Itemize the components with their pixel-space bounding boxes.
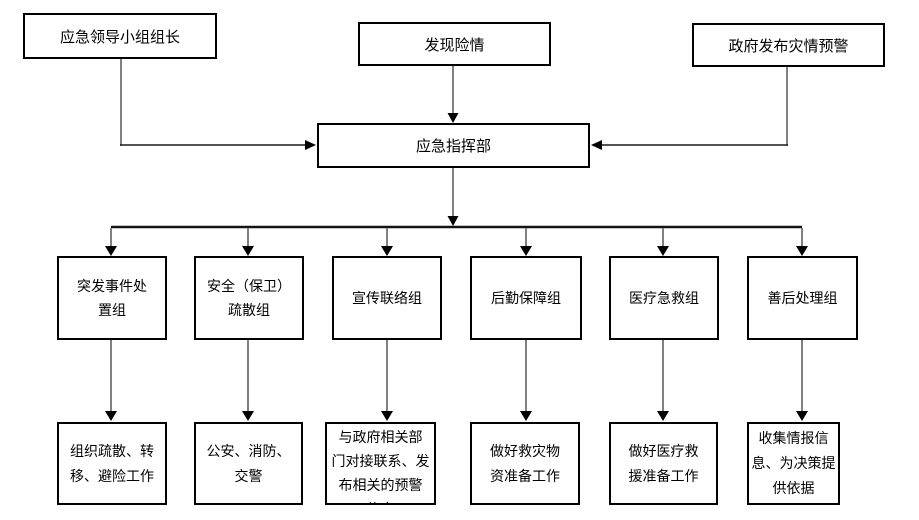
node-group-security-evacuation-label: 安全（保卫） 疏散组 xyxy=(207,278,291,318)
node-group-logistics-support: 后勤保障组 xyxy=(470,256,582,340)
node-group-medical-rescue: 医疗急救组 xyxy=(609,256,719,340)
node-gov-warning: 政府发布灾情预警 xyxy=(692,23,885,67)
connector-danger-to-hq xyxy=(447,66,459,123)
connector-groups-to-tasks xyxy=(105,340,808,421)
node-task-police-fire-traffic-label: 公安、消防、 交警 xyxy=(206,442,291,484)
node-group-incident-disposal: 突发事件处 置组 xyxy=(57,256,167,340)
node-task-evacuation-work: 组织疏散、转 移、避险工作 xyxy=(57,422,167,505)
node-group-logistics-support-label: 后勤保障组 xyxy=(491,290,561,306)
node-group-aftermath-handling-label: 善后处理组 xyxy=(767,290,838,306)
node-task-gov-liaison-warning: 与政府相关部 门对接联系、发 布相关的预警 信息 xyxy=(325,422,436,505)
connector-hq-to-bus xyxy=(447,168,459,226)
connector-bus-to-groups xyxy=(105,228,808,256)
node-group-publicity-liaison: 宣传联络组 xyxy=(332,256,442,340)
node-task-gov-liaison-warning-label: 与政府相关部 门对接联系、发 布相关的预警 信息 xyxy=(331,429,430,503)
node-emergency-leader: 应急领导小组组长 xyxy=(23,13,217,59)
node-group-publicity-liaison-label: 宣传联络组 xyxy=(352,290,422,306)
connector-leader-to-hq xyxy=(120,59,316,150)
node-group-incident-disposal-label: 突发事件处 置组 xyxy=(77,278,147,318)
node-gov-warning-label: 政府发布灾情预警 xyxy=(728,37,849,55)
node-emergency-hq: 应急指挥部 xyxy=(317,123,590,168)
node-emergency-hq-label: 应急指挥部 xyxy=(415,138,491,155)
connector-gov-to-hq xyxy=(591,67,788,150)
node-task-medical-preparation-label: 做好医疗救 援准备工作 xyxy=(628,442,699,484)
node-group-aftermath-handling: 善后处理组 xyxy=(747,256,858,340)
node-emergency-leader-label: 应急领导小组组长 xyxy=(59,28,180,46)
node-task-relief-supplies: 做好救灾物 资准备工作 xyxy=(470,422,580,505)
node-task-police-fire-traffic: 公安、消防、 交警 xyxy=(194,422,303,505)
node-group-security-evacuation: 安全（保卫） 疏散组 xyxy=(194,256,304,340)
node-task-medical-preparation: 做好医疗救 援准备工作 xyxy=(609,422,718,505)
node-task-evacuation-work-label: 组织疏散、转 移、避险工作 xyxy=(70,442,154,484)
node-group-medical-rescue-label: 医疗急救组 xyxy=(629,290,699,306)
node-task-intelligence-collection: 收集情报信 息、为决策提 供依据 xyxy=(747,422,840,505)
node-danger-discovered: 发现险情 xyxy=(358,22,551,66)
node-task-intelligence-collection-label: 收集情报信 息、为决策提 供依据 xyxy=(751,430,836,496)
node-task-relief-supplies-label: 做好救灾物 资准备工作 xyxy=(490,442,560,484)
node-danger-discovered-label: 发现险情 xyxy=(424,36,485,54)
